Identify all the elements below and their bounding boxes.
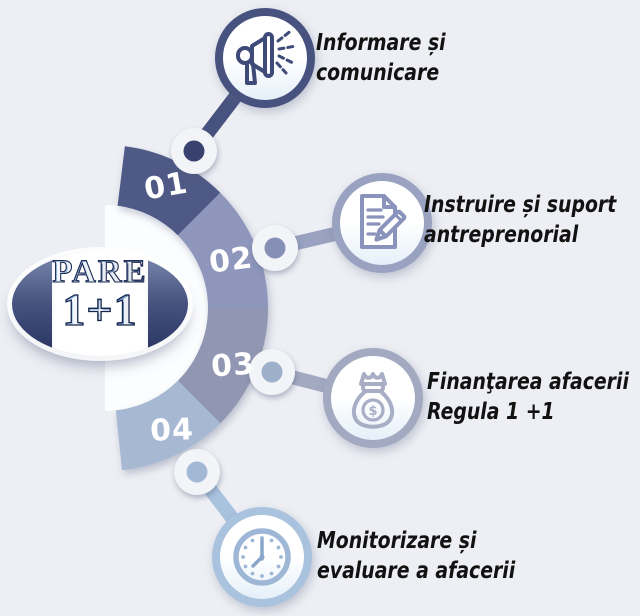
segment-02 [177,192,269,308]
logo-line-pare: PARE [12,255,188,289]
step-number-03: 03 [210,347,256,385]
node-dot-04 [174,449,220,495]
dollar-sign: $ [368,404,377,419]
segment-01 [117,146,221,236]
label-step-04-line2: evaluare a afacerii [317,558,516,585]
label-step-01-line1: Informare și [316,30,446,56]
clock-icon [233,528,291,586]
label-step-03-line2: Regula 1 +1 [427,399,555,426]
icon-circle-03 [323,348,423,448]
label-step-04: Monitorizare și evaluare a afacerii [317,526,515,587]
node-dot-03 [249,349,295,395]
logo-text: PARE 1+1 [12,255,188,334]
label-step-02-line1: Instruire și suport [424,192,617,218]
label-step-02: Instruire și suport antreprenorial [424,190,616,251]
label-step-03: Finanţarea afacerii Regula 1 +1 [427,367,629,428]
step-number-04: 04 [150,412,195,449]
label-step-01: Informare și comunicare [316,28,446,89]
megaphone-icon [236,28,298,85]
logo-right-cap [148,252,188,356]
label-step-01-line2: comunicare [316,60,440,87]
step-number-02: 02 [207,240,255,280]
label-step-02-line2: antreprenorial [424,222,579,249]
label-step-03-line1: Finanţarea afacerii [427,369,629,395]
segment-04 [115,380,221,471]
money-bag-icon: $ [352,372,394,429]
logo-left-cap [12,252,52,356]
segment-03 [177,308,269,424]
label-step-04-line1: Monitorizare și [317,528,477,554]
node-dot-02 [252,225,298,271]
document-pencil-icon [360,194,407,249]
step-number-01: 01 [142,165,191,207]
node-dot-01 [171,128,217,174]
logo-line-1plus1: 1+1 [12,286,188,334]
pare-logo: PARE 1+1 [12,252,188,356]
